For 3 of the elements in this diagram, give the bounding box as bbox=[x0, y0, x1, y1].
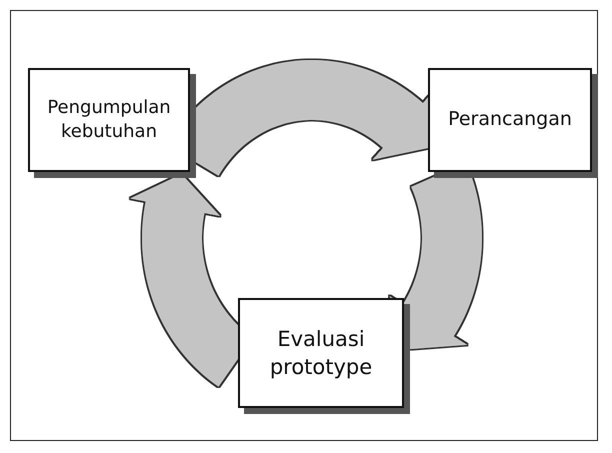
box-label: Evaluasi prototype bbox=[268, 326, 374, 381]
box-label: Perancangan bbox=[448, 107, 572, 132]
box-label: Pengumpulan kebutuhan bbox=[46, 96, 172, 144]
